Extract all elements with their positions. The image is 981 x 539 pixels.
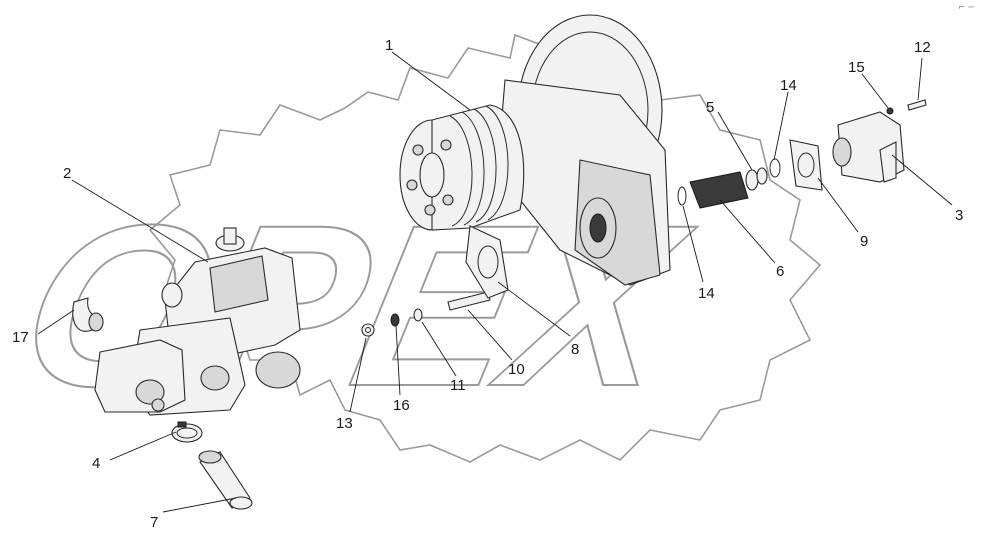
callout-13: 13 [336,415,353,432]
coupling-parts [677,158,781,209]
part-8-gasket [465,225,509,299]
pulley-body [431,104,525,231]
part-17-elbow [72,297,104,332]
callout-2: 2 [63,165,71,182]
callout-17: 17 [12,329,29,346]
callout-1: 1 [385,37,393,54]
callout-10: 10 [508,361,525,378]
callout-5: 5 [706,99,714,116]
part-5-bushing [745,169,759,191]
part-7-hose [198,450,253,510]
part-1-housing-assembly [399,14,671,286]
callout-6: 6 [776,263,784,280]
callout-14-upper: 14 [780,77,797,94]
callout-15: 15 [848,59,865,76]
callout-9: 9 [860,233,868,250]
part-10-stud [447,291,491,311]
part-9-flange-gasket [789,139,823,191]
callout-7: 7 [150,514,158,531]
part-13-nut [361,323,375,337]
part-6-splined-shaft [689,171,749,209]
pump-motor [94,339,186,413]
callout-16: 16 [393,397,410,414]
part-11-washer [413,308,423,322]
callout-3: 3 [955,207,963,224]
part-4-clamp [171,421,203,443]
callout-12: 12 [914,39,931,56]
hardware-fasteners [361,291,491,337]
callout-4: 4 [92,455,100,472]
bolt-hardware [886,99,927,115]
part-16-washer [390,313,400,327]
part-14-ring-left [677,186,687,206]
callout-labels: 1 2 3 4 5 6 7 8 9 10 11 12 13 14 14 15 1… [12,37,963,531]
callout-14-lower: 14 [698,285,715,302]
part-14-ring-right [769,158,781,178]
leader-lines [37,51,953,513]
pump-top-block [209,255,269,313]
part-15-washer [886,107,894,115]
callout-11: 11 [450,377,466,394]
callout-8: 8 [571,341,579,358]
corner-glyph: ⌐ ─ [958,3,974,13]
part-12-bolt [907,99,927,111]
part-3-valve-block [832,111,905,183]
